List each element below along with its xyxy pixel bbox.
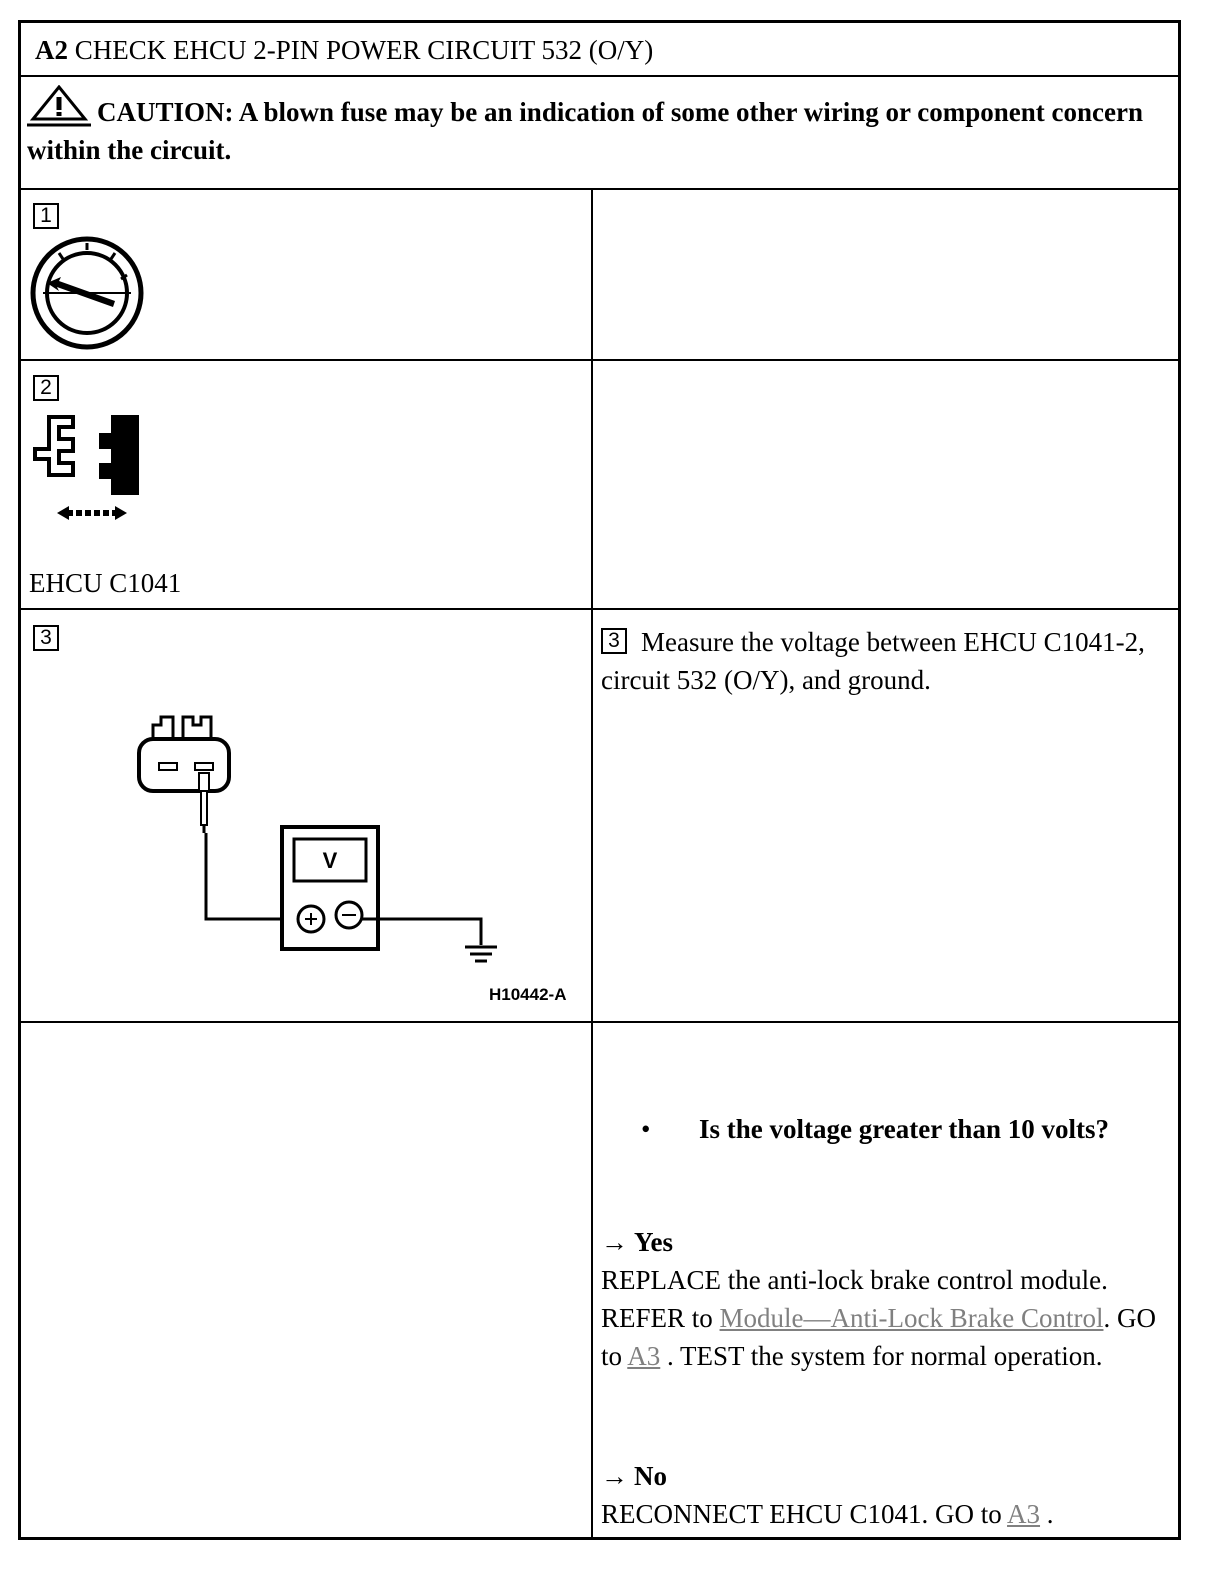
answer-yes-label: Yes: [634, 1227, 673, 1257]
answer-no-text: RECONNECT EHCU C1041. GO to A3 .: [601, 1495, 1161, 1533]
connector-label: EHCU C1041: [29, 568, 182, 598]
step-number-box: 1: [33, 203, 59, 229]
step-number-box: 2: [33, 375, 59, 401]
voltmeter-circuit-diagram: V: [131, 713, 511, 988]
figure-id: H10442-A: [489, 985, 567, 1004]
answer-text: REPLACE the anti-lock brake control modu…: [601, 1265, 1108, 1333]
answer-no-label: No: [634, 1461, 667, 1491]
divider: [21, 188, 1178, 190]
instruction-text: Measure the voltage between EHCU C1041-2…: [601, 627, 1145, 695]
caution-text: CAUTION: A blown fuse may be an indicati…: [27, 97, 1144, 165]
step-number-box: 3: [601, 628, 627, 654]
diagnostic-test-table: A2 CHECK EHCU 2-PIN POWER CIRCUIT 532 (O…: [18, 20, 1181, 1540]
step-title-text: CHECK EHCU 2-PIN POWER CIRCUIT 532 (O/Y): [74, 35, 654, 65]
ignition-switch-off-icon: [29, 235, 145, 356]
answer-text: RECONNECT EHCU C1041. GO to: [601, 1499, 1008, 1529]
caution-note: CAUTION: A blown fuse may be an indicati…: [27, 84, 1167, 169]
module-abs-link[interactable]: Module—Anti-Lock Brake Control: [719, 1303, 1104, 1333]
step-number-box: 3: [33, 625, 59, 651]
arrow-right-icon: →: [601, 1227, 628, 1257]
disconnect-connector-icon: [27, 409, 147, 526]
answer-text: . TEST the system for normal operation.: [660, 1341, 1103, 1371]
divider: [21, 359, 1178, 361]
step-id: A2: [35, 35, 68, 65]
answer-yes: →Yes REPLACE the anti-lock brake control…: [601, 1223, 1161, 1375]
answer-no: →No RECONNECT EHCU C1041. GO to A3 .: [601, 1457, 1161, 1533]
divider: [21, 75, 1178, 77]
answer-yes-text: REPLACE the anti-lock brake control modu…: [601, 1261, 1161, 1375]
a3-link[interactable]: A3: [627, 1341, 661, 1371]
column-divider: [591, 188, 593, 1537]
question-text: Is the voltage greater than 10 volts?: [699, 1114, 1109, 1144]
arrow-right-icon: →: [601, 1461, 628, 1491]
bullet: •: [641, 1114, 651, 1144]
warning-triangle-icon: [27, 84, 91, 127]
meter-display-label: V: [323, 848, 338, 873]
test-step-title: A2 CHECK EHCU 2-PIN POWER CIRCUIT 532 (O…: [35, 35, 653, 66]
answer-text: .: [1040, 1499, 1054, 1529]
answer-text: . GO to: [601, 1303, 1156, 1371]
divider: [21, 608, 1178, 610]
a3-link[interactable]: A3: [1007, 1499, 1041, 1529]
divider: [21, 1021, 1178, 1023]
